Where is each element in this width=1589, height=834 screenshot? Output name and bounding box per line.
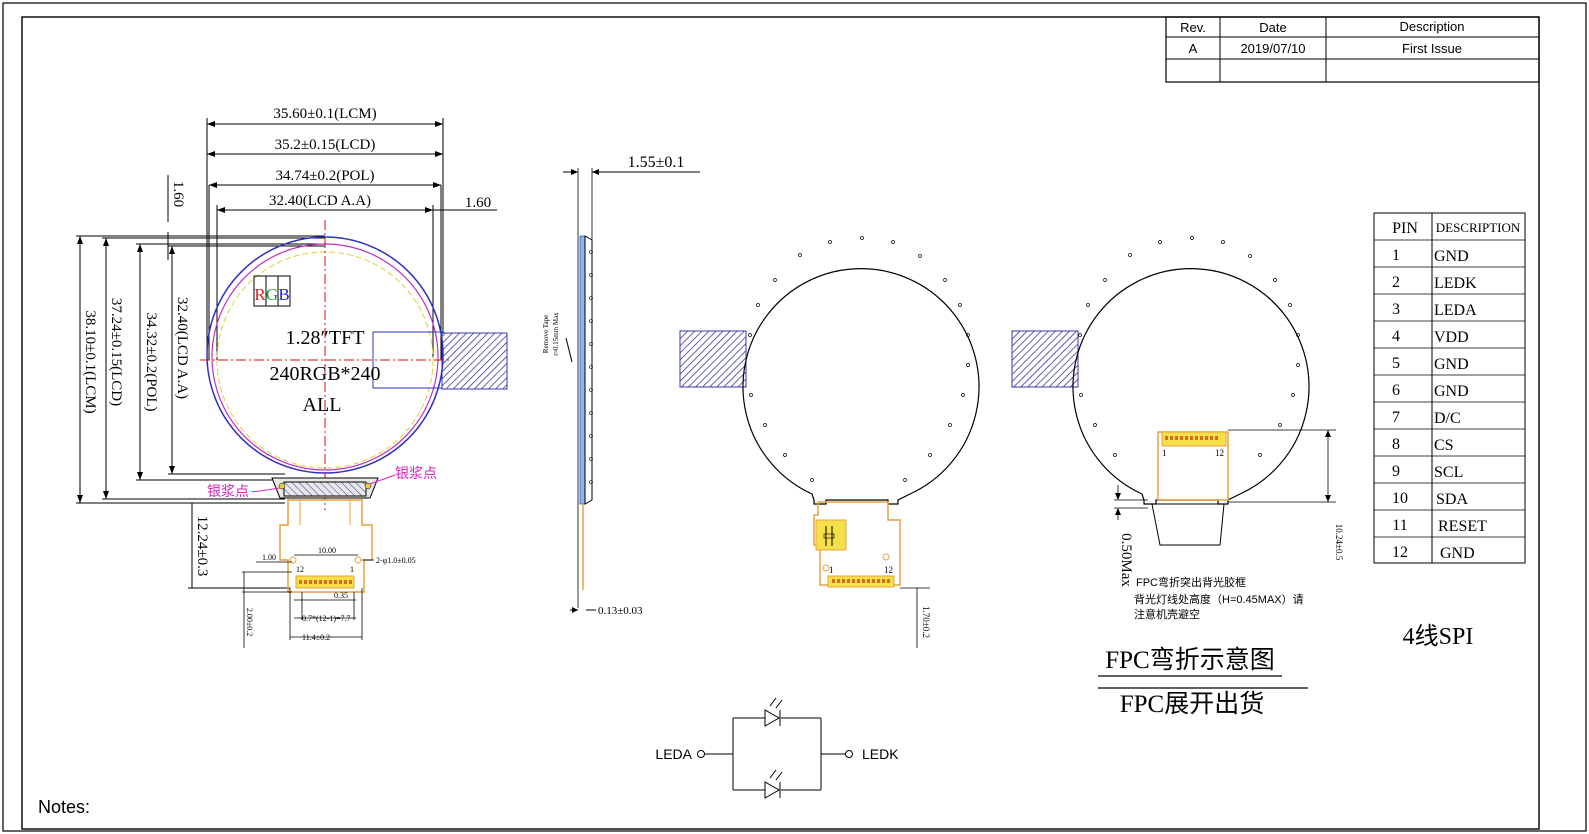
front-view: 35.60±0.1(LCM) 35.2±0.15(LCD) 34.74±0.2(… — [76, 106, 508, 648]
dim-pol-height: 34.32±0.2(POL) — [143, 312, 159, 411]
pin-number: 11 — [1392, 517, 1407, 534]
pin-function: RESET — [1438, 518, 1487, 535]
pin-function: GND — [1434, 383, 1469, 400]
rear-pin-12: 12 — [1215, 448, 1224, 458]
dim-pol-width: 34.74±0.2(POL) — [275, 168, 374, 184]
pin-number: 6 — [1392, 382, 1400, 399]
dim-lcm-height: 38.10±0.1(LCM) — [82, 310, 98, 413]
leda-label: LEDA — [655, 746, 692, 762]
pin-number: 5 — [1392, 355, 1400, 372]
dim-aa-height: 32.40(LCD A.A) — [174, 297, 190, 399]
dim-fpc-length: 12.24±0.3 — [194, 516, 210, 577]
front-pin-12: 12 — [296, 565, 304, 574]
pin-function: LEDA — [1434, 302, 1477, 319]
view-angle-label: ALL — [303, 394, 342, 416]
notes-title: Notes: — [38, 797, 90, 817]
revision-table: Rev. Date Description A 2019/07/10 First… — [1165, 16, 1540, 83]
pin-number: 7 — [1392, 409, 1400, 426]
date-value: 2019/07/10 — [1240, 41, 1305, 56]
pin-number: 1 — [1392, 247, 1400, 264]
dim-2-00: 2.00±0.2 — [245, 608, 254, 636]
rev-header: Rev. — [1180, 20, 1206, 35]
tape-thickness-label: t≈0.15mm Max — [552, 312, 560, 356]
pin-function: SCL — [1434, 464, 1463, 481]
bent-view: 1 12 1.70±0.2 — [679, 236, 980, 648]
caption-fpc-unfold: FPC展开出货 — [1120, 690, 1264, 718]
dim-0-50: 0.50Max — [1118, 533, 1134, 587]
date-header: Date — [1259, 20, 1286, 35]
front-pin-1: 1 — [350, 565, 354, 574]
dim-0-35: 0.35 — [334, 591, 348, 600]
dim-1-70: 1.70±0.2 — [921, 606, 931, 638]
silver-dot-left: 银浆点 — [207, 484, 249, 500]
pin-function: CS — [1434, 437, 1454, 454]
pin-header: PIN — [1392, 220, 1418, 237]
captions: FPC弯折示意图 FPC展开出货 — [1098, 646, 1308, 718]
bent-pin-12: 12 — [884, 565, 893, 575]
rgb-b: B — [278, 285, 289, 304]
rgb-r: R — [254, 285, 266, 304]
dim-11-4: 11.4±0.2 — [302, 633, 330, 642]
description-value: First Issue — [1402, 41, 1462, 56]
pin-number: 9 — [1392, 463, 1400, 480]
inner-border — [21, 16, 1540, 830]
dim-10-24: 10.24±0.5 — [1334, 524, 1344, 561]
pin-number: 2 — [1392, 274, 1400, 291]
pin-number: 4 — [1392, 328, 1400, 345]
dim-lcd-width: 35.2±0.15(LCD) — [275, 137, 376, 153]
side-view: 1.55±0.1 Remove Tape t≈0.15mm Max 0.13±0… — [542, 154, 700, 617]
rear-note-3: 注意机壳避空 — [1134, 607, 1200, 621]
pin-function: VDD — [1434, 329, 1469, 346]
description-header: Description — [1399, 19, 1464, 34]
pin-function: D/C — [1434, 410, 1461, 427]
dim-1-00: 1.00 — [262, 553, 276, 562]
dim-aa-width: 32.40(LCD A.A) — [269, 193, 371, 209]
pin-function: SDA — [1436, 491, 1468, 508]
dim-fpc-thickness: 0.13±0.03 — [598, 605, 643, 617]
rear-view: 1 12 10.24±0.5 0.50Max FPC弯折突出背光胶框 背光灯线处… — [1011, 236, 1344, 621]
led-circuit: LEDA LEDK — [655, 697, 899, 799]
pin-function: LEDK — [1434, 275, 1477, 292]
rev-value: A — [1189, 41, 1198, 56]
dim-10-00: 10.00 — [318, 546, 336, 555]
dim-pitch: 0.7*(12-1)=7.7 — [302, 614, 351, 623]
dim-hole: 2-φ1.0±0.05 — [376, 556, 416, 565]
display-size-label: 1.28″TFT — [286, 327, 365, 349]
pin-number: 3 — [1392, 301, 1400, 318]
pin-function: GND — [1434, 356, 1469, 373]
remove-tape-label: Remove Tape — [542, 315, 550, 353]
rear-pin-1: 1 — [1162, 448, 1167, 458]
pin-number: 8 — [1392, 436, 1400, 453]
ledk-label: LEDK — [862, 746, 899, 762]
dim-thickness: 1.55±0.1 — [628, 154, 685, 171]
caption-fpc-bend: FPC弯折示意图 — [1105, 646, 1274, 674]
dim-lcd-height: 37.24±0.15(LCD) — [108, 298, 124, 406]
silver-dot-right: 银浆点 — [395, 466, 437, 482]
rgb-g: G — [266, 285, 278, 304]
pin-table: PIN DESCRIPTION 1 GND 2 LEDK 3 LEDA 4 VD… — [1373, 212, 1526, 564]
rear-note-1: FPC弯折突出背光胶框 — [1136, 575, 1246, 589]
description-col-header: DESCRIPTION — [1436, 220, 1521, 235]
pin-number: 10 — [1392, 490, 1408, 507]
fpc-tab-hatched — [441, 332, 508, 390]
pin-number: 12 — [1392, 544, 1408, 561]
bent-pin-1: 1 — [829, 565, 834, 575]
interface-label: 4线SPI — [1403, 623, 1474, 650]
resolution-label: 240RGB*240 — [269, 363, 380, 385]
dim-lcm-width: 35.60±0.1(LCM) — [273, 106, 376, 122]
pin-function: GND — [1434, 248, 1469, 265]
dim-left-offset: 1.60 — [170, 181, 186, 207]
dim-right-offset: 1.60 — [465, 195, 491, 211]
rear-note-2: 背光灯线处高度（H=0.45MAX）请 — [1134, 592, 1304, 606]
pin-function: GND — [1440, 545, 1475, 562]
